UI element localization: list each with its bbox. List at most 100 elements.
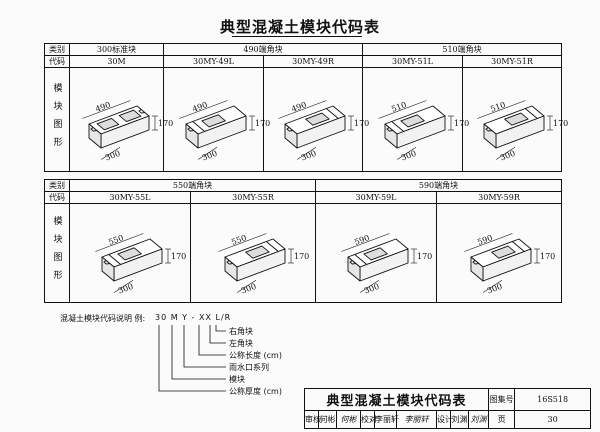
code-cell: 30MY-51R	[462, 55, 562, 68]
block-figure: 510 300 170	[462, 67, 568, 172]
code-row: 代码 30MY-55L 30MY-55R 30MY-59L 30MY-59R	[44, 191, 562, 204]
legend-item: 公称厚度 (cm)	[229, 387, 282, 396]
category-row: 类别 550端角块 590端角块	[44, 179, 562, 192]
block-figure: 490 300 170	[69, 67, 173, 172]
code-cell: 30MY-49L	[163, 55, 264, 68]
legend-item: 左角块	[229, 339, 253, 348]
dimension-length: 510	[489, 100, 506, 114]
concrete-block-drawing: 550 300 170	[95, 233, 186, 296]
code-legend-example: 30 M Y - XX L/R	[155, 313, 232, 322]
code-table-1: 类别 300标准块 490端角块 510端角块 代码 30M 30MY-49L …	[44, 43, 568, 172]
group-label: 550端角块	[69, 179, 316, 192]
concrete-block-drawing: 490 300 170	[278, 100, 369, 162]
designer-name: 刘渊	[450, 410, 469, 429]
dimension-length: 510	[390, 100, 407, 114]
group-label: 590端角块	[315, 179, 562, 192]
concrete-block-drawing: 490 300 170	[81, 100, 173, 162]
title-block: 典型混凝土模块代码表 图集号 16S518 审核 何彬 何彬 校对 李丽轩 李丽…	[303, 388, 592, 429]
row-label-code: 代码	[44, 191, 70, 204]
title-underline	[232, 36, 362, 37]
legend-leader-lines	[158, 325, 226, 392]
dimension-length: 550	[107, 233, 124, 247]
figure-row: 模块图形 550 300 170 550 300 170 590 300 170 590 30…	[44, 203, 562, 303]
block-figure: 590 300 170	[436, 203, 562, 303]
block-figure: 510 300 170	[362, 67, 469, 172]
dimension-length: 490	[290, 100, 307, 114]
row-label-figure: 模块图形	[44, 203, 70, 303]
code-cell: 30MY-49R	[263, 55, 363, 68]
row-label-category: 类别	[44, 179, 70, 192]
designer-signature: 刘渊	[467, 410, 490, 429]
dimension-length: 490	[191, 100, 208, 114]
dimension-height: 170	[294, 252, 309, 261]
checker-name: 李丽轩	[374, 410, 399, 429]
row-label-category: 类别	[44, 43, 70, 56]
dimension-height: 170	[171, 252, 186, 261]
dimension-length: 590	[476, 233, 493, 247]
dimension-height: 170	[454, 119, 469, 128]
row-label-code: 代码	[44, 55, 70, 68]
dimension-height: 170	[553, 119, 568, 128]
dimension-length: 490	[94, 100, 111, 114]
concrete-block-drawing: 550 300 170	[218, 233, 309, 296]
figure-row: 模块图形 490 300 170 490 300 170 490 300 170 510 30…	[44, 67, 568, 172]
code-cell: 30MY-59R	[436, 191, 562, 204]
page-number: 30	[514, 410, 592, 429]
block-figure: 550 300 170	[190, 203, 316, 303]
dimension-height: 170	[417, 252, 432, 261]
dimension-width: 300	[486, 282, 503, 296]
legend-item: 右角块	[229, 327, 253, 336]
title-block-title: 典型混凝土模块代码表	[303, 388, 490, 411]
reviewer-name: 何彬	[318, 410, 337, 429]
dimension-height: 170	[255, 119, 270, 128]
page-label: 页	[488, 410, 516, 429]
concrete-block-drawing: 590 300 170	[341, 233, 432, 296]
dimension-width: 300	[300, 148, 317, 162]
group-label: 300标准块	[69, 43, 164, 56]
reviewer-signature: 何彬	[336, 410, 361, 429]
code-table-2: 类别 550端角块 590端角块 代码 30MY-55L 30MY-55R 30…	[44, 179, 562, 303]
group-label: 510端角块	[362, 43, 562, 56]
atlas-number: 16S518	[514, 388, 592, 411]
legend-item: 雨水口系列	[229, 363, 269, 372]
page-title: 典型混凝土模块代码表	[219, 18, 380, 36]
dimension-height: 170	[540, 252, 555, 261]
concrete-block-drawing: 490 300 170	[178, 100, 270, 162]
dimension-length: 550	[230, 233, 247, 247]
group-label: 490端角块	[163, 43, 363, 56]
code-cell: 30MY-55R	[190, 191, 316, 204]
dimension-width: 300	[240, 282, 257, 296]
code-cell: 30M	[69, 55, 164, 68]
review-label: 审核	[304, 410, 321, 429]
code-row: 代码 30M 30MY-49L 30MY-49R 30MY-51L 30MY-5…	[44, 55, 562, 68]
code-cell: 30MY-51L	[362, 55, 463, 68]
dimension-width: 300	[400, 148, 417, 162]
concrete-block-drawing: 590 300 170	[464, 233, 555, 296]
category-row: 类别 300标准块 490端角块 510端角块	[44, 43, 562, 56]
dimension-width: 300	[363, 282, 380, 296]
code-cell: 30MY-59L	[315, 191, 437, 204]
block-figure: 490 300 170	[263, 67, 369, 172]
dimension-width: 300	[117, 282, 134, 296]
dimension-width: 300	[104, 148, 121, 162]
code-cell: 30MY-55L	[69, 191, 191, 204]
row-label-figure: 模块图形	[44, 67, 70, 172]
block-figure: 590 300 170	[315, 203, 437, 303]
code-legend-lead: 混凝土模块代码说明 例:	[60, 314, 146, 323]
dimension-width: 300	[201, 148, 218, 162]
dimension-height: 170	[354, 119, 369, 128]
concrete-block-drawing: 510 300 170	[377, 100, 469, 162]
block-figure: 550 300 170	[69, 203, 191, 303]
block-figure: 490 300 170	[163, 67, 270, 172]
legend-item: 公称长度 (cm)	[229, 351, 282, 360]
dimension-height: 170	[158, 119, 173, 128]
concrete-block-drawing: 510 300 170	[477, 100, 568, 162]
design-label: 设计	[436, 410, 453, 429]
atlas-label: 图集号	[488, 388, 516, 411]
dimension-length: 590	[353, 233, 370, 247]
check-label: 校对	[360, 410, 377, 429]
dimension-width: 300	[499, 148, 516, 162]
checker-signature: 李丽轩	[396, 410, 437, 429]
legend-item: 模块	[229, 375, 245, 384]
